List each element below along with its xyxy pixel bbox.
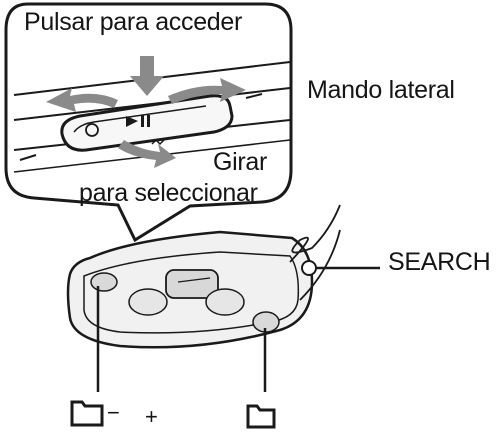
play-pause-icon [126,115,150,127]
rotate-down-arrow [118,140,176,168]
jog-lever[interactable] [60,94,234,152]
side-control-label: Mando lateral [307,76,455,104]
rotate-left-arrow [46,88,118,112]
callout-lines [96,266,380,392]
plus-label: + [145,404,158,429]
folder-icon [246,404,276,429]
turn-label-line1: Girar [213,148,268,176]
remote-control [66,230,314,349]
folder-icon [70,400,104,427]
press-to-access-label: Pulsar para acceder [24,8,243,36]
search-label: SEARCH [388,248,491,276]
press-arrow [130,56,164,96]
next-button[interactable] [205,288,245,316]
rotate-right-arrow [168,78,246,104]
folder-minus-button[interactable] [90,272,118,292]
turn-label-line2: para seleccionar [79,179,258,207]
minus-label: − [107,400,120,425]
prev-button[interactable] [128,288,168,316]
jog-lever-small[interactable] [165,269,219,299]
search-button[interactable] [301,260,317,276]
